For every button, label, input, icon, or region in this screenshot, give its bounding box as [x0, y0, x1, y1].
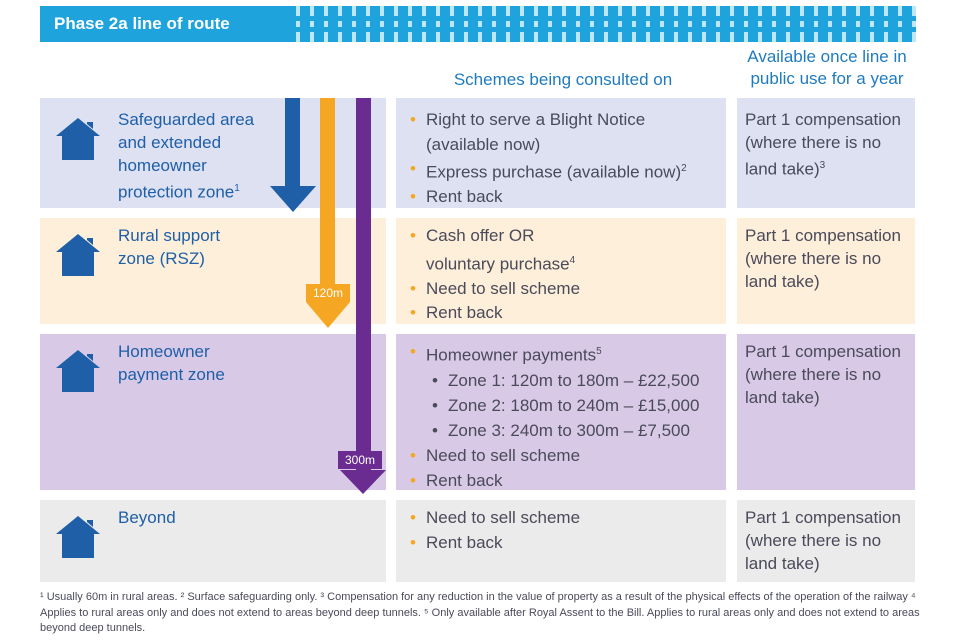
orange-down-arrow	[306, 98, 350, 328]
zone-label-rural-support: Rural support zone (RSZ)	[118, 226, 221, 268]
footnote: ¹ Usually 60m in rural areas. ² Surface …	[40, 591, 920, 634]
comp-cell-rural-support: Part 1 compensation (where there is no l…	[737, 218, 915, 324]
scheme-item: Rent back	[408, 185, 687, 210]
schemes-cell-beyond: Need to sell scheme Rent back	[396, 500, 726, 582]
schemes-column-header: Schemes being consulted on	[453, 70, 673, 89]
distance-label-300m: 300m	[338, 451, 382, 469]
page-title: Phase 2a line of route	[54, 14, 230, 33]
scheme-item: Need to sell scheme	[408, 443, 699, 468]
house-icon	[56, 118, 100, 160]
scheme-item: Rent back	[408, 468, 699, 493]
house-icon	[56, 234, 100, 276]
zone-label-beyond: Beyond	[118, 508, 176, 527]
scheme-item: Homeowner payments5	[408, 339, 699, 368]
scheme-item: Need to sell scheme	[408, 277, 588, 302]
comp-cell-safeguarded: Part 1 compensation (where there is no l…	[737, 98, 915, 208]
house-icon	[56, 516, 100, 558]
blue-down-arrow	[270, 98, 316, 212]
zone-label-homeowner-payment: Homeowner payment zone	[118, 342, 225, 384]
scheme-item: Cash offer OR voluntary purchase4	[408, 224, 588, 277]
compensation-text: Part 1 compensation (where there is no l…	[745, 342, 901, 407]
title-banner: Phase 2a line of route	[40, 6, 916, 42]
schemes-cell-rural-support: Cash offer OR voluntary purchase4 Need t…	[396, 218, 726, 326]
footnote-ref: 1	[234, 183, 240, 194]
scheme-item: Need to sell scheme	[408, 506, 580, 531]
schemes-cell-homeowner-payment: Homeowner payments5 Zone 1: 120m to 180m…	[396, 334, 726, 493]
banner-pattern	[296, 6, 916, 42]
zone-cell-homeowner-payment: Homeowner payment zone	[40, 334, 386, 490]
distance-label-120m: 120m	[306, 284, 350, 302]
scheme-item: Rent back	[408, 301, 588, 326]
scheme-item: Express purchase (available now)2	[408, 157, 687, 185]
scheme-item: Rent back	[408, 531, 580, 556]
zone-name: Safeguarded area and extended homeowner …	[118, 110, 255, 202]
available-column-header: Available once line in public use for a …	[747, 47, 907, 88]
sub-item: Zone 1: 120m to 180m – £22,500	[408, 368, 699, 393]
zone-cell-beyond: Beyond	[40, 500, 386, 582]
comp-cell-homeowner-payment: Part 1 compensation (where there is no l…	[737, 334, 915, 490]
compensation-text: Part 1 compensation (where there is no l…	[745, 110, 901, 179]
scheme-item: Right to serve a Blight Notice (availabl…	[408, 108, 678, 157]
sub-item: Zone 3: 240m to 300m – £7,500	[408, 418, 699, 443]
schemes-cell-safeguarded: Right to serve a Blight Notice (availabl…	[396, 98, 726, 210]
comp-cell-beyond: Part 1 compensation (where there is no l…	[737, 500, 915, 582]
zone-label-safeguarded: Safeguarded area and extended homeowner …	[118, 108, 268, 204]
compensation-text: Part 1 compensation (where there is no l…	[745, 226, 901, 291]
purple-down-arrow	[340, 98, 386, 494]
house-icon	[56, 350, 100, 392]
compensation-text: Part 1 compensation (where there is no l…	[745, 508, 901, 573]
sub-item: Zone 2: 180m to 240m – £15,000	[408, 393, 699, 418]
